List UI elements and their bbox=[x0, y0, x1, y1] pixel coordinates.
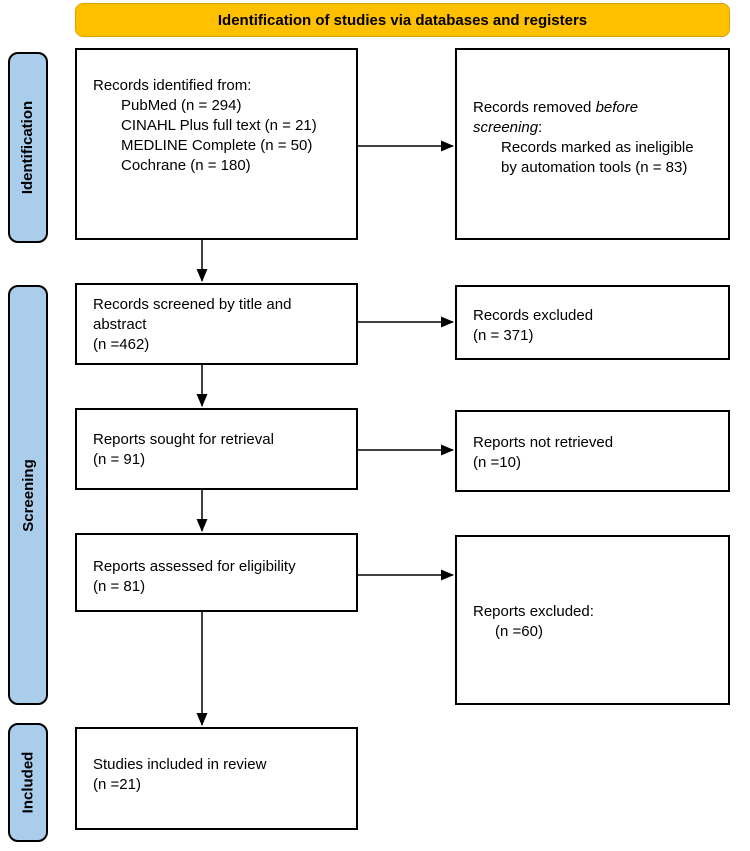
stage-label-screening: Screening bbox=[8, 285, 48, 705]
box-count-line: (n =10) bbox=[473, 454, 521, 471]
stage-label-text: Included bbox=[19, 751, 37, 814]
database-count-line: PubMed (n = 294) bbox=[121, 97, 242, 114]
box-count-line: (n =21) bbox=[93, 776, 141, 793]
box-text-line: Reports sought for retrieval bbox=[93, 431, 274, 448]
database-count-line: Cochrane (n = 180) bbox=[121, 157, 251, 174]
box-count-line: (n = 91) bbox=[93, 451, 146, 468]
stage-label-text: Identification bbox=[19, 100, 37, 195]
diagram-title: Identification of studies via databases … bbox=[217, 11, 588, 29]
box-text-line: Records screened by title and bbox=[93, 296, 292, 313]
box-records-removed: Records removed before screening: Record… bbox=[455, 48, 730, 240]
box-studies-included: Studies included in review (n =21) bbox=[75, 727, 358, 830]
box-text-line: Reports excluded: bbox=[473, 603, 594, 620]
box-records-excluded: Records excluded (n = 371) bbox=[455, 285, 730, 360]
box-count-line: (n = 81) bbox=[93, 578, 146, 595]
box-text-line: Reports not retrieved bbox=[473, 434, 614, 451]
box-count-line: (n =60) bbox=[495, 623, 543, 640]
italic-text: before bbox=[595, 99, 639, 116]
reason-count-line: by automation tools (n = 83) bbox=[501, 159, 688, 176]
database-count-line: MEDLINE Complete (n = 50) bbox=[121, 137, 313, 154]
box-reports-excluded: Reports excluded: (n =60) bbox=[455, 535, 730, 705]
box-intro-line: Records identified from: bbox=[93, 77, 252, 94]
stage-label-text: Screening bbox=[19, 458, 37, 532]
database-count-line: CINAHL Plus full text (n = 21) bbox=[121, 117, 317, 134]
box-records-identified: Records identified from: PubMed (n = 294… bbox=[75, 48, 358, 240]
diagram-title-banner: Identification of studies via databases … bbox=[75, 3, 730, 37]
box-intro-line: Records removed before bbox=[473, 99, 639, 116]
box-count-line: (n =462) bbox=[93, 336, 150, 353]
box-text-line: Records excluded bbox=[473, 307, 594, 324]
box-intro-line: screening: bbox=[473, 119, 543, 136]
box-reports-not-retrieved: Reports not retrieved (n =10) bbox=[455, 410, 730, 492]
box-count-line: (n = 371) bbox=[473, 327, 534, 344]
box-text-line: Reports assessed for eligibility bbox=[93, 558, 296, 575]
box-reports-sought: Reports sought for retrieval (n = 91) bbox=[75, 408, 358, 490]
stage-label-identification: Identification bbox=[8, 52, 48, 243]
italic-text: screening bbox=[473, 119, 539, 136]
box-text-line: Studies included in review bbox=[93, 756, 267, 773]
box-records-screened: Records screened by title and abstract (… bbox=[75, 283, 358, 365]
box-reports-assessed: Reports assessed for eligibility (n = 81… bbox=[75, 533, 358, 612]
reason-count-line: Records marked as ineligible bbox=[501, 139, 694, 156]
stage-label-included: Included bbox=[8, 723, 48, 842]
box-text-line: abstract bbox=[93, 316, 147, 333]
